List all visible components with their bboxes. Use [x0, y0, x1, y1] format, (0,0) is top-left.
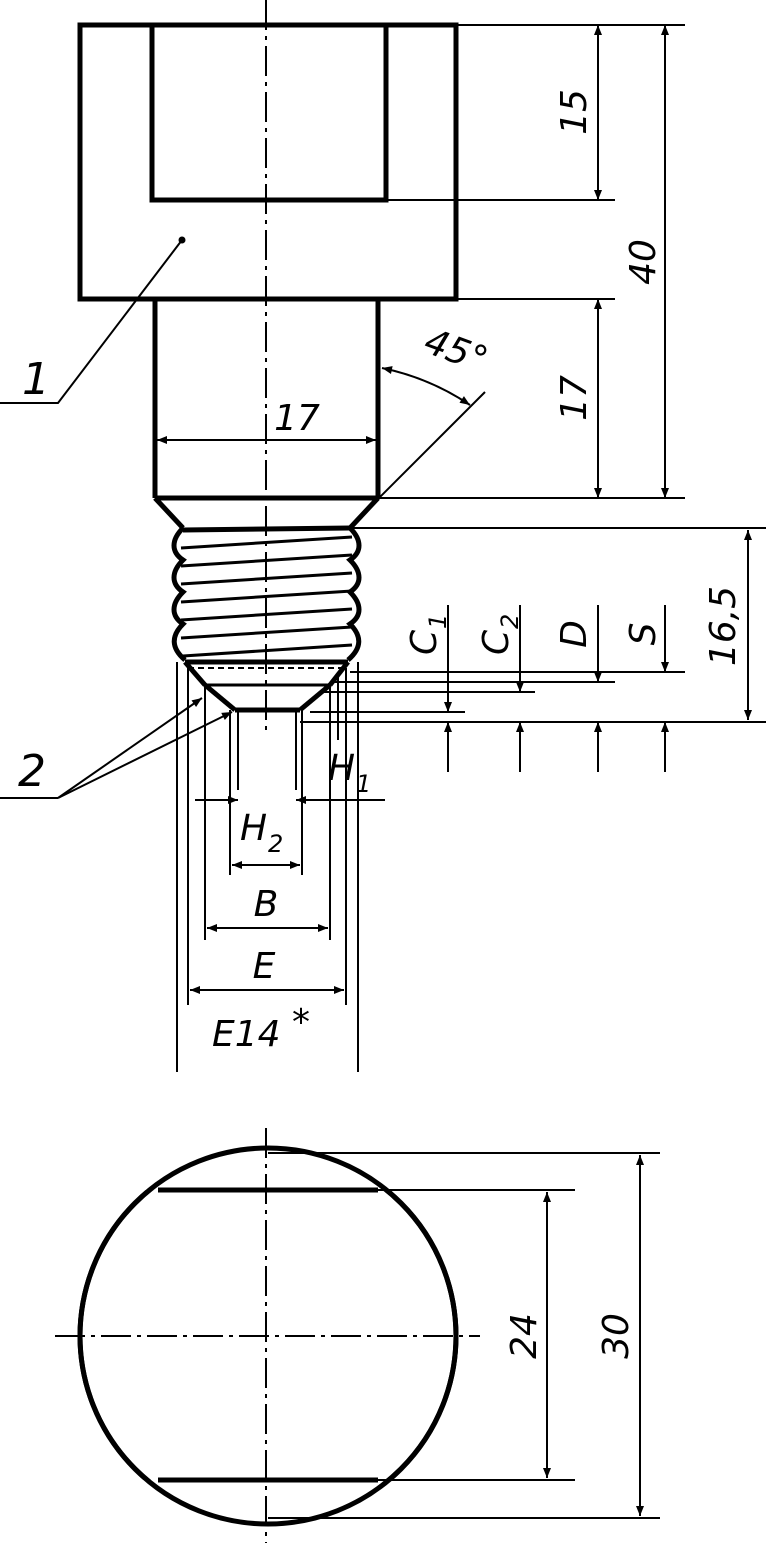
head-slot: [149, 25, 389, 203]
top-view: 24 30: [55, 1128, 660, 1543]
thread-turn: [180, 607, 353, 622]
dim-text-head-height: 15: [554, 89, 595, 135]
callout-1-leader: [0, 239, 183, 404]
dim-text-shank-diameter: 17: [274, 398, 320, 439]
label-h2: H 2: [240, 808, 283, 858]
head-outline: [77, 22, 459, 302]
thread-turn: [180, 553, 353, 568]
label-d: D: [554, 620, 595, 648]
thread-top: [182, 525, 351, 533]
dim-text-total-height: 40: [623, 239, 664, 285]
thread-turn: [180, 589, 353, 604]
callout-2-number: 2: [18, 746, 46, 797]
contact-lower-right: [298, 683, 332, 712]
thread-right-profile: [346, 526, 362, 662]
label-b: B: [254, 884, 279, 925]
side-view: 15 40 17 17 45° 16,5 C 1 C 2: [0, 0, 766, 1072]
dim-text-thread-length: 16,5: [703, 586, 744, 666]
contact-lower-left: [203, 683, 237, 712]
chamfer-left: [153, 496, 185, 530]
callout-1-number: 1: [22, 354, 50, 405]
callout-2-leader-a: [57, 697, 203, 799]
label-h1: H 1: [328, 748, 371, 798]
thread-turn: [182, 643, 353, 658]
label-h1-main: H: [328, 748, 355, 789]
label-e: E: [253, 946, 276, 987]
thread: [171, 525, 362, 669]
label-c1-main: C: [404, 629, 445, 655]
label-base-text: E14: [212, 1014, 281, 1055]
dim-arc-chamfer-angle: [381, 366, 471, 406]
contact-left-slope: [183, 660, 207, 687]
dim-text-chamfer-angle: 45°: [419, 321, 493, 381]
thread-turn: [180, 625, 353, 640]
label-c1-sub: 1: [424, 614, 452, 629]
dim-text-shank-height: 17: [554, 375, 595, 421]
label-s: S: [623, 623, 664, 646]
label-c2: C 2: [476, 614, 524, 655]
thread-turn: [180, 535, 353, 550]
angle-leader: [364, 391, 486, 513]
label-base-mark: *: [292, 1002, 310, 1043]
thread-left-profile: [171, 526, 187, 662]
dim-text-flat-width: 24: [504, 1313, 545, 1359]
dim-text-outer-diameter: 30: [596, 1313, 637, 1359]
label-base: E14 *: [212, 1002, 310, 1055]
label-h1-sub: 1: [356, 770, 371, 798]
top-view-outer-circle: [77, 1145, 459, 1527]
thread-turn: [180, 571, 353, 586]
label-c1: C 1: [404, 614, 452, 655]
callout-2-leader-b: [57, 711, 233, 799]
label-c2-sub: 2: [496, 614, 524, 629]
label-h2-sub: 2: [268, 830, 283, 858]
label-h2-main: H: [240, 808, 267, 849]
label-c2-main: C: [476, 629, 517, 655]
